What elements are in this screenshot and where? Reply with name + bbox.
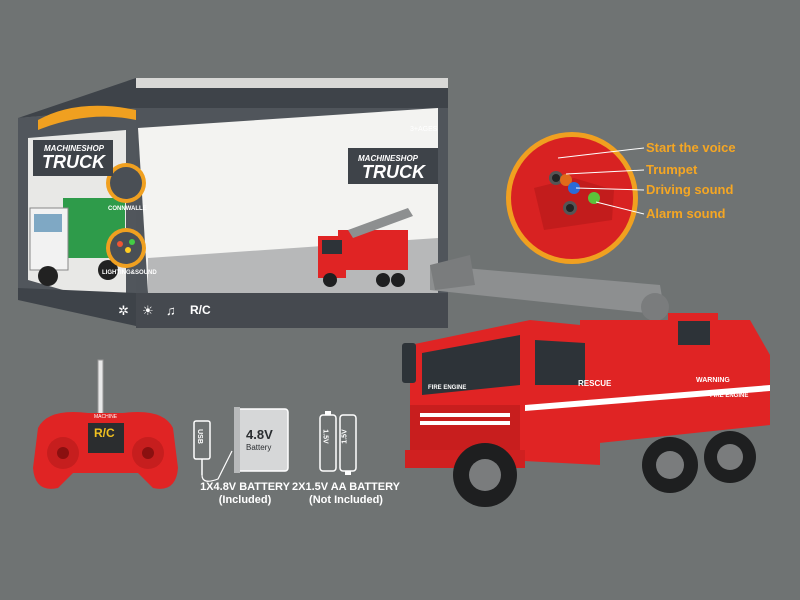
remote-brand: MACHINE (94, 414, 118, 420)
truck-warning-label: WARNING (696, 377, 730, 384)
aa-cell-label-2: 1.5V (341, 429, 349, 444)
callout-leaders (557, 147, 645, 215)
box-age: 3+AGES (410, 126, 438, 133)
remote-logo: R/C (94, 426, 115, 440)
battery-pack-word: Battery (246, 443, 272, 452)
box-front-brand-big: TRUCK (362, 162, 425, 182)
truck-rescue-label: RESCUE (578, 379, 612, 388)
callout-start-voice: Start the voice (646, 140, 736, 155)
battery-pack-caption-line2: (Included) (218, 494, 272, 506)
box-side-brand-big: TRUCK (42, 152, 105, 172)
product-box-art (18, 78, 448, 328)
truck-side-label: FIRE ENGINE (710, 393, 749, 399)
callout-alarm-sound: Alarm sound (646, 206, 726, 221)
battery-pack-caption: 1X4.8V BATTERY (Included) (190, 481, 300, 507)
box-icon-music: ♫ (166, 303, 176, 318)
battery-section: USB 4.8V Battery 1.5V 1.5V 1X4.8V BATTER… (190, 405, 490, 525)
aa-caption: 2X1.5V AA BATTERY (Not Included) (286, 481, 406, 507)
box-feature-2: LIGHTING&SOUND (102, 270, 157, 276)
box-rc-label: R/C (190, 303, 211, 317)
usb-label: USB (195, 429, 203, 444)
truck-cab-label: FIRE ENGINE (428, 385, 467, 391)
callout-trumpet: Trumpet (646, 162, 698, 177)
box-icon-tools: ✲ (118, 303, 129, 318)
aa-cell-label-1: 1.5V (321, 429, 329, 444)
box-side-brand-small: MACHINESHOP (44, 144, 105, 153)
box-icon-light: ☀ (142, 303, 154, 318)
aa-caption-line2: (Not Included) (309, 494, 383, 506)
remote-control: R/C MACHINE (28, 358, 183, 508)
box-feature-1: CONNWALLE (108, 206, 147, 212)
aa-caption-line1: 2X1.5V AA BATTERY (292, 481, 400, 493)
callout-driving-sound: Driving sound (646, 182, 734, 197)
box-front-brand-small: MACHINESHOP (358, 154, 419, 163)
battery-pack-caption-line1: 1X4.8V BATTERY (200, 481, 290, 493)
product-box: MACHINESHOP TRUCK MACHINESHOP TRUCK 3+AG… (18, 58, 448, 338)
button-closeup (504, 130, 640, 266)
fire-truck: FIRE ENGINE RESCUE WARNING FIRE ENGINE (400, 245, 785, 515)
battery-pack-voltage: 4.8V (246, 427, 273, 442)
